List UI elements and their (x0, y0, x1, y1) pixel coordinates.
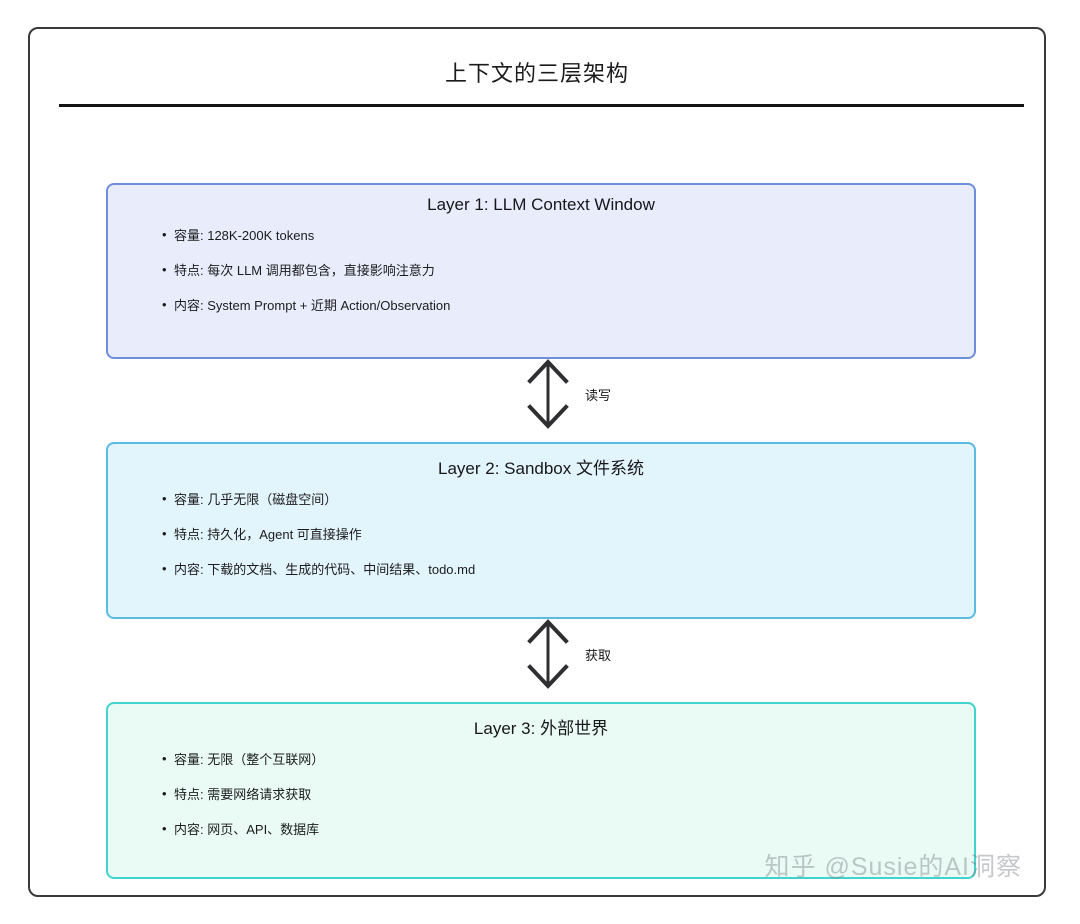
list-item: 内容: 网页、API、数据库 (162, 822, 974, 836)
layer-2-title: Layer 2: Sandbox 文件系统 (438, 459, 644, 478)
list-item: 内容: 下载的文档、生成的代码、中间结果、todo.md (162, 562, 974, 576)
layer-box-3: Layer 3: 外部世界 容量: 无限（整个互联网） 特点: 需要网络请求获取… (106, 702, 976, 879)
layer-1-title: Layer 1: LLM Context Window (427, 195, 655, 214)
layer-box-2: Layer 2: Sandbox 文件系统 容量: 几乎无限（磁盘空间） 特点:… (106, 442, 976, 619)
page-title: 上下文的三层架构 (444, 61, 629, 86)
list-item: 容量: 128K-200K tokens (162, 228, 974, 242)
list-item: 特点: 持久化，Agent 可直接操作 (162, 527, 974, 541)
list-item: 容量: 无限（整个互联网） (162, 752, 974, 766)
connector-1-label: 读写 (585, 388, 612, 403)
connector-layer2-layer3: 获取 (513, 619, 713, 689)
layer-3-title: Layer 3: 外部世界 (473, 719, 609, 738)
list-item: 内容: System Prompt + 近期 Action/Observatio… (162, 298, 974, 312)
layer-2-bullet-list: 容量: 几乎无限（磁盘空间） 特点: 持久化，Agent 可直接操作 内容: 下… (108, 479, 974, 576)
diagram-frame: 上下文的三层架构 Layer 1: LLM Context Window 容量:… (28, 27, 1046, 897)
double-arrow-vertical-icon (527, 359, 569, 429)
title-divider (59, 104, 1024, 107)
layer-1-bullet-list: 容量: 128K-200K tokens 特点: 每次 LLM 调用都包含，直接… (108, 215, 974, 312)
list-item: 特点: 需要网络请求获取 (162, 787, 974, 801)
list-item: 特点: 每次 LLM 调用都包含，直接影响注意力 (162, 263, 974, 277)
layer-3-bullet-list: 容量: 无限（整个互联网） 特点: 需要网络请求获取 内容: 网页、API、数据… (108, 739, 974, 836)
double-arrow-vertical-icon (527, 619, 569, 689)
connector-layer1-layer2: 读写 (513, 359, 713, 429)
connector-2-label: 获取 (585, 648, 612, 663)
list-item: 容量: 几乎无限（磁盘空间） (162, 492, 974, 506)
layer-box-1: Layer 1: LLM Context Window 容量: 128K-200… (106, 183, 976, 359)
